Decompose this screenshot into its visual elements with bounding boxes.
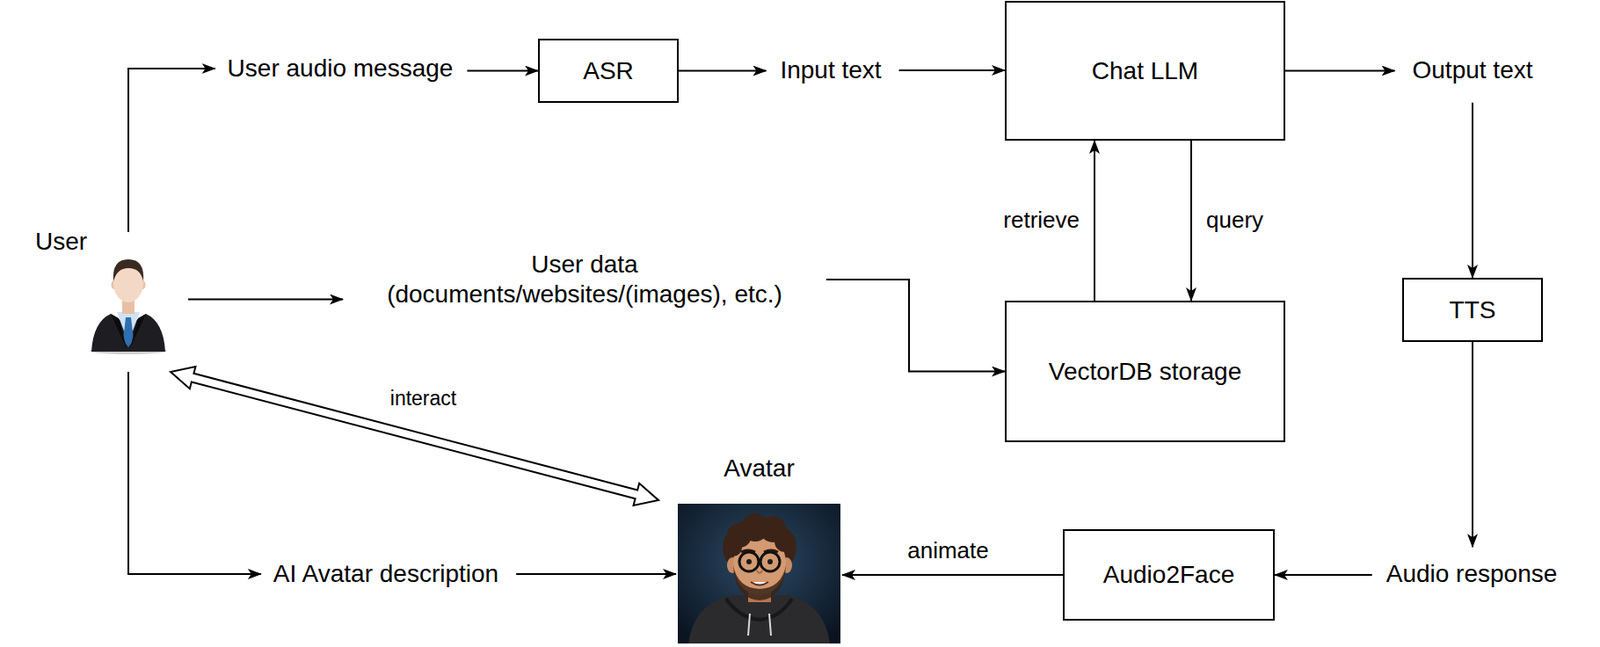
figure-heading: Avatar [677, 453, 841, 484]
illustration-part [724, 538, 742, 557]
illustration-part [774, 530, 796, 553]
box-label: ASR [582, 56, 634, 87]
edge-label: query [1203, 206, 1266, 234]
arrow-connector [826, 279, 1005, 372]
arrow-connector [1471, 102, 1474, 278]
arrow-connector [899, 69, 1005, 72]
edge-label: retrieve [1000, 206, 1083, 234]
text-label: User data (documents/websites/(images), … [373, 249, 796, 309]
process-box: Chat LLM [1004, 0, 1286, 141]
box-label: Audio2Face [1103, 560, 1235, 590]
illustration-part [750, 581, 769, 586]
arrow-connector [188, 298, 343, 301]
edge-label: interact [387, 386, 459, 412]
user-actor: User [33, 226, 175, 357]
illustration-part [756, 570, 763, 574]
box-label: VectorDB storage [1048, 356, 1242, 387]
text-label: AI Avatar description [273, 559, 499, 590]
text-node: Input text [779, 55, 881, 86]
arrow-connector [1471, 341, 1474, 547]
process-box: TTS [1402, 277, 1543, 342]
illustration-part [677, 503, 841, 644]
arrow-connector [128, 68, 216, 233]
illustration-part [769, 613, 771, 636]
figure-heading: User [35, 226, 88, 257]
illustration-part [739, 552, 759, 572]
arrow-connector [1274, 574, 1373, 576]
illustration-part [688, 595, 830, 644]
illustration-part [758, 560, 761, 563]
text-label: User audio message [227, 53, 454, 84]
arrow-connector [1285, 70, 1396, 73]
avatar-image [677, 503, 841, 644]
illustration-part [113, 259, 144, 282]
illustration-part [767, 559, 773, 565]
arrow-connector [466, 70, 539, 73]
text-node: User data (documents/websites/(images), … [373, 249, 796, 309]
illustration-part [748, 613, 750, 636]
arrow-connector [128, 371, 262, 575]
text-label: Audio response [1386, 559, 1558, 590]
illustration-part [130, 313, 146, 349]
box-label: Chat LLM [1091, 56, 1199, 87]
arrow-connector [678, 70, 766, 73]
text-label: Output text [1412, 55, 1534, 86]
illustration-part [733, 565, 786, 601]
text-node: AI Avatar description [273, 559, 499, 590]
edge-label: animate [904, 537, 992, 565]
arrow-connector [516, 573, 677, 575]
illustration-part [760, 552, 780, 572]
storage-box: VectorDB storage [1004, 300, 1286, 443]
box-label: TTS [1449, 295, 1497, 326]
illustration-part [110, 313, 127, 349]
text-node: User audio message [227, 53, 454, 84]
text-node: Audio response [1386, 559, 1558, 590]
arrow-connector [1093, 140, 1096, 301]
double-arrow [170, 366, 659, 506]
process-box: ASR [538, 38, 679, 103]
process-box: Audio2Face [1062, 529, 1275, 621]
illustration-part [746, 559, 752, 565]
user-icon [84, 244, 173, 355]
arrow-connector [842, 574, 1063, 576]
text-node: Output text [1412, 55, 1534, 86]
avatar-node: Avatar [677, 453, 841, 646]
illustration-part [91, 313, 166, 352]
text-label: Input text [779, 55, 881, 86]
arrow-connector [1190, 140, 1193, 301]
